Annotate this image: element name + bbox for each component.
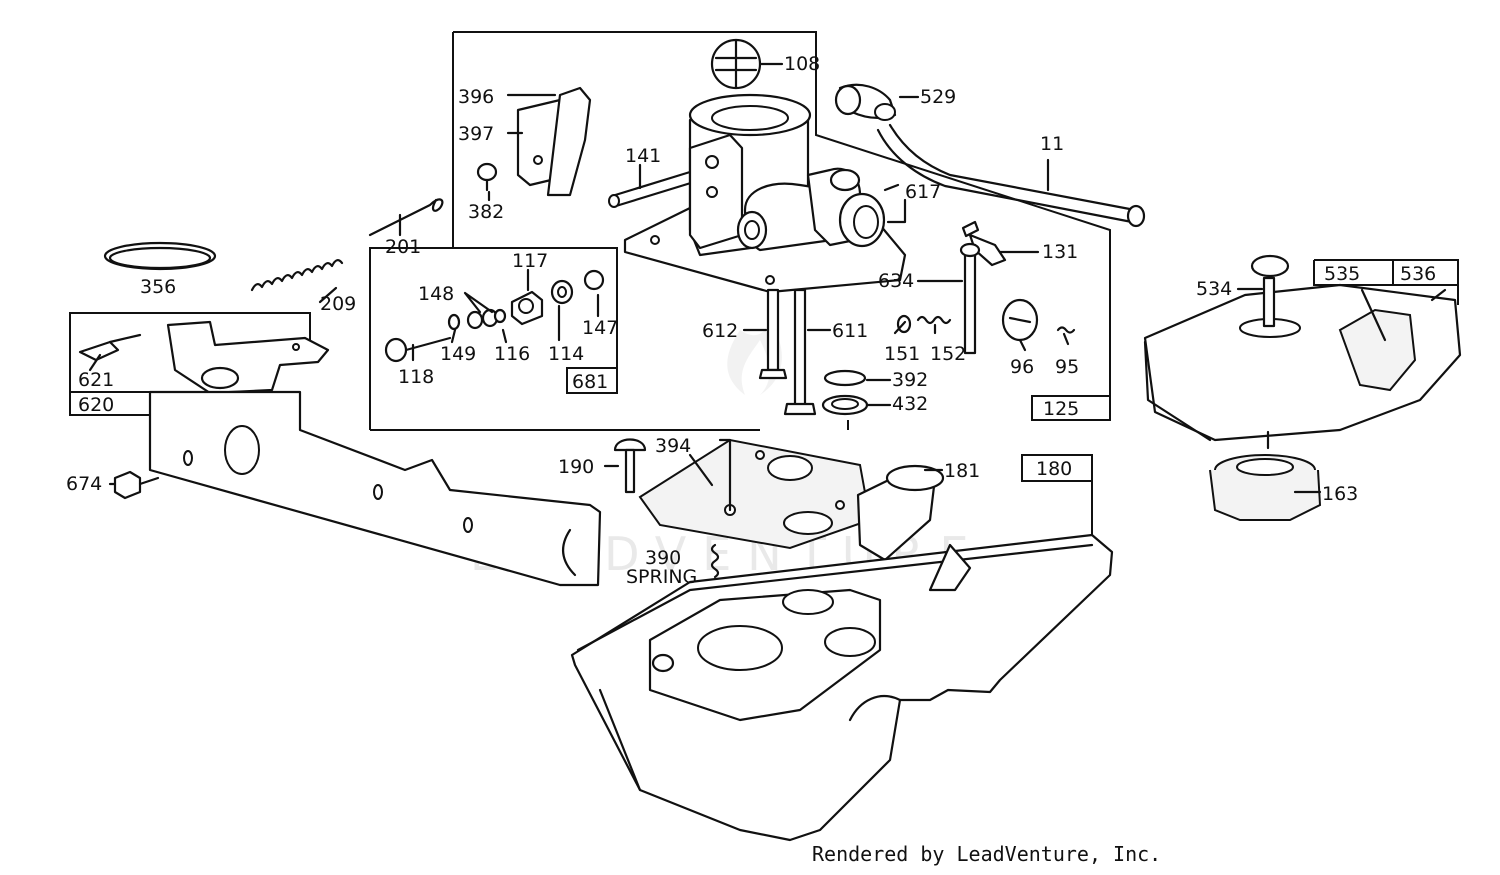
label-180: 180: [1036, 458, 1072, 480]
label-11: 11: [1040, 133, 1064, 155]
label-620: 620: [78, 394, 114, 416]
tank-shroud: [148, 390, 602, 587]
label-114: 114: [548, 343, 584, 365]
label-681: 681: [572, 371, 608, 393]
link-201: [368, 198, 444, 237]
stop-621: [78, 333, 142, 362]
box-681: [566, 367, 618, 394]
label-152: 152: [930, 343, 966, 365]
label-529: 529: [920, 86, 956, 108]
label-117: 117: [512, 250, 548, 272]
spring-152: [916, 315, 952, 325]
label-536: 536: [1400, 263, 1436, 285]
needle-valve-634-131: [959, 220, 1007, 355]
air-cleaner-outline: [1314, 259, 1459, 305]
control-bracket-620: [166, 320, 330, 395]
label-674: 674: [66, 473, 102, 495]
label-535: 535: [1324, 263, 1360, 285]
label-611: 611: [832, 320, 868, 342]
air-cleaner-base-163: [1209, 454, 1322, 521]
label-108: 108: [784, 53, 820, 75]
label-147: 147: [582, 317, 618, 339]
foam-element-535: [1338, 308, 1417, 392]
box-125: [1031, 395, 1111, 421]
label-190: 190: [558, 456, 594, 478]
label-356: 356: [140, 276, 176, 298]
spring-390: [710, 543, 720, 579]
label-118: 118: [398, 366, 434, 388]
label-201: 201: [385, 236, 421, 258]
label-131: 131: [1042, 241, 1078, 263]
label-209: 209: [320, 293, 356, 315]
part-labels: 108 529 396 397 11 141 617 382 201 131 1…: [66, 53, 1436, 588]
seat-95: [1056, 326, 1076, 334]
bolt-612: [758, 288, 788, 380]
screw-674: [113, 470, 160, 500]
fuel-pipe-11: [876, 123, 1146, 228]
label-116: 116: [494, 343, 530, 365]
label-392: 392: [892, 369, 928, 391]
label-95: 95: [1055, 356, 1079, 378]
label-125: 125: [1043, 398, 1079, 420]
label-617: 617: [905, 181, 941, 203]
spring-209: [250, 259, 344, 292]
label-390-spring: SPRING: [626, 566, 697, 588]
label-397: 397: [458, 123, 494, 145]
screw-382: [476, 162, 498, 192]
label-396: 396: [458, 86, 494, 108]
label-634: 634: [878, 270, 914, 292]
screen-190: [613, 438, 647, 494]
gasket-392: [823, 369, 867, 387]
box-180: [1021, 454, 1093, 482]
render-credit: Rendered by LeadVenture, Inc.: [812, 842, 1162, 866]
label-534: 534: [1196, 278, 1232, 300]
label-390: 390: [645, 547, 681, 569]
gasket-432: [821, 394, 869, 416]
diaphragm-96: [1001, 298, 1039, 342]
label-148: 148: [418, 283, 454, 305]
carburetor-body: [623, 93, 907, 294]
label-151: 151: [884, 343, 920, 365]
label-181: 181: [944, 460, 980, 482]
fuel-pickup-181: [856, 464, 945, 562]
shaft-141: [608, 170, 696, 208]
retainer-ring-356: [103, 241, 217, 271]
label-432: 432: [892, 393, 928, 415]
collar-617: [838, 183, 900, 248]
label-394: 394: [655, 435, 691, 457]
label-141: 141: [625, 145, 661, 167]
leader-lines: [88, 62, 1447, 494]
kit-items-681: [384, 269, 605, 363]
label-382: 382: [468, 201, 504, 223]
choke-bracket-396-397: [516, 86, 592, 197]
label-163: 163: [1322, 483, 1358, 505]
label-621: 621: [78, 369, 114, 391]
box-535-536-base: [1313, 260, 1458, 286]
bolt-611: [783, 288, 817, 416]
elbow-fitting-529: [834, 83, 897, 121]
choke-plate-108: [710, 38, 762, 90]
fuel-tank-180: [570, 533, 1114, 842]
label-149: 149: [440, 343, 476, 365]
label-612: 612: [702, 320, 738, 342]
label-96: 96: [1010, 356, 1034, 378]
